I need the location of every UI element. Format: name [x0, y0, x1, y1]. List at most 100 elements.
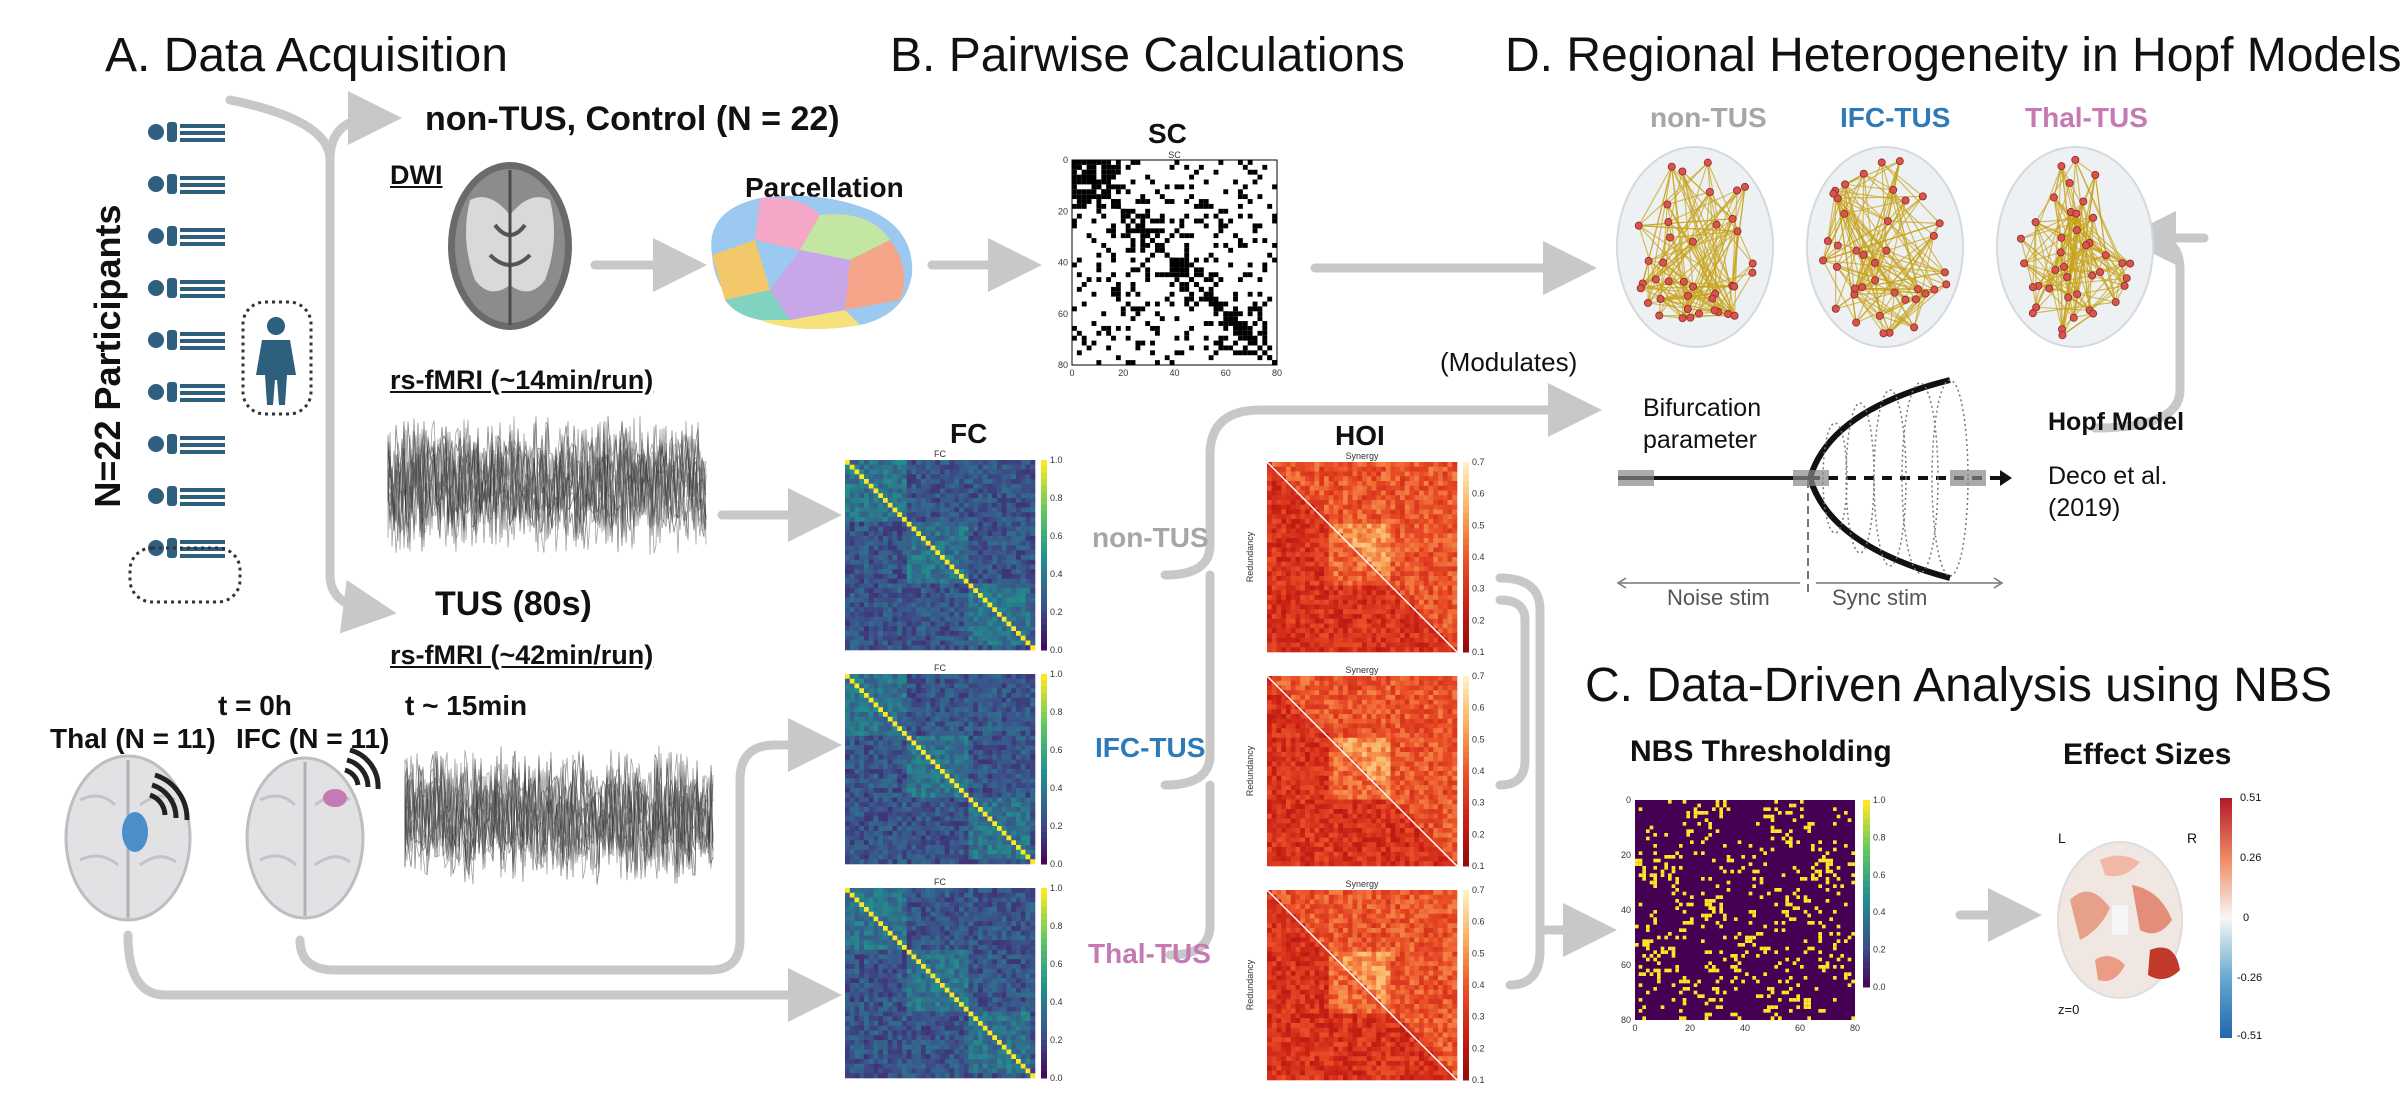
thal-brain-icon [64, 754, 192, 922]
svg-text:0: 0 [1069, 368, 1074, 378]
svg-text:0.2: 0.2 [1050, 821, 1063, 831]
person-icon [148, 122, 225, 142]
ifc-label: IFC (N = 11) [236, 723, 390, 754]
right-hemisphere-label: R [2187, 830, 2198, 846]
hopf-model-label: Hopf Model [2048, 408, 2185, 436]
effect-cbar-2: 0 [2243, 912, 2250, 924]
svg-text:FC: FC [934, 663, 946, 673]
person-icon [148, 486, 225, 506]
svg-text:0.6: 0.6 [1050, 745, 1063, 755]
noise-stim-label: Noise stim [1667, 585, 1770, 610]
hopf-label-thal-tus: Thal-TUS [2025, 102, 2148, 133]
bifurcation-label: Bifurcation parameter [1643, 392, 1761, 456]
svg-text:40: 40 [1058, 258, 1068, 268]
svg-text:0.8: 0.8 [1050, 707, 1063, 717]
person-icon [148, 330, 225, 350]
svg-text:0.0: 0.0 [1050, 645, 1063, 655]
person-icon [148, 226, 225, 246]
t15-label: t ~ 15min [405, 690, 528, 721]
modulates-label: (Modulates) [1440, 347, 1578, 377]
condition-label-thal-tus: Thal-TUS [1088, 938, 1211, 969]
sync-stim-label: Sync stim [1832, 585, 1928, 610]
hopf-label-ifc-tus: IFC-TUS [1840, 102, 1951, 133]
effect-cbar-4: -0.51 [2237, 1030, 2263, 1042]
condition-label-non-tus: non-TUS [1092, 522, 1209, 553]
rsfmri-control-traces [387, 400, 707, 570]
fc-label: FC [950, 418, 988, 449]
citation: Deco et al. (2019) [2048, 460, 2168, 524]
section-a-title: A. Data Acquisition [105, 29, 508, 82]
svg-text:0.6: 0.6 [1050, 531, 1063, 541]
section-b-title: B. Pairwise Calculations [890, 29, 1405, 82]
effect-sizes-panel: L R z=0 0.51 0.26 0 -0.26 -0.51 [2040, 790, 2340, 1050]
slice-label: z=0 [2058, 1002, 2080, 1017]
svg-text:20: 20 [1118, 368, 1128, 378]
svg-text:40: 40 [1169, 368, 1179, 378]
svg-text:0.4: 0.4 [1050, 783, 1063, 793]
left-hemisphere-label: L [2058, 830, 2066, 846]
svg-text:FC: FC [934, 877, 946, 887]
svg-text:80: 80 [1272, 368, 1282, 378]
effect-sizes-label: Effect Sizes [2063, 738, 2232, 771]
hoi-label: HOI [1335, 420, 1385, 451]
effect-cbar-1: 0.26 [2240, 852, 2262, 864]
tus-label: TUS (80s) [435, 585, 592, 623]
sc-matrix: SC 0 0 20 20 40 40 60 60 80 80 [1050, 150, 1290, 390]
hopf-network-ifc-tus [1800, 140, 1970, 355]
hopf-network-non-tus [1610, 140, 1780, 355]
dwi-label: DWI [390, 160, 443, 190]
svg-text:60: 60 [1221, 368, 1231, 378]
person-icon [148, 538, 225, 558]
fc-matrix-non-tus: FC 0.0 0.2 0.4 0.6 0.8 1.0 [825, 448, 1063, 670]
person-icon [148, 434, 225, 454]
effect-cbar-3: -0.26 [2237, 972, 2263, 984]
section-c-title: C. Data-Driven Analysis using NBS [1585, 659, 2332, 712]
svg-text:0.8: 0.8 [1050, 493, 1063, 503]
svg-text:SC: SC [1168, 150, 1181, 160]
sc-label: SC [1148, 118, 1187, 149]
svg-text:1.0: 1.0 [1050, 455, 1063, 465]
condition-label-ifc-tus: IFC-TUS [1095, 732, 1206, 763]
fc-matrix-ifc-tus: FC 0.0 0.2 0.4 0.6 0.8 1.0 [825, 662, 1063, 884]
hopf-network-thal-tus [1990, 140, 2160, 355]
svg-text:0.0: 0.0 [1050, 859, 1063, 869]
rsfmri-control-label: rs-fMRI (~14min/run) [390, 365, 654, 395]
bifurcation-label-line1: Bifurcation [1643, 394, 1762, 422]
svg-text:FC: FC [934, 449, 946, 459]
ifc-brain-icon [245, 747, 381, 920]
svg-text:1.0: 1.0 [1050, 669, 1063, 679]
rsfmri-tus-label: rs-fMRI (~42min/run) [390, 640, 654, 670]
bifurcation-label-line2: parameter [1643, 426, 1757, 454]
citation-line1: Deco et al. [2048, 462, 2168, 490]
person-icon [148, 382, 225, 402]
svg-text:0.4: 0.4 [1050, 569, 1063, 579]
nbs-thresholding-label: NBS Thresholding [1630, 735, 1892, 768]
section-d-title: D. Regional Heterogeneity in Hopf Models [1505, 29, 2401, 82]
svg-text:0.2: 0.2 [1050, 607, 1063, 617]
person-icon [148, 174, 225, 194]
effect-cbar-0: 0.51 [2240, 792, 2262, 804]
svg-text:0: 0 [1063, 155, 1068, 165]
rsfmri-tus-traces [404, 732, 714, 902]
hopf-label-non-tus: non-TUS [1650, 102, 1767, 133]
svg-text:80: 80 [1058, 360, 1068, 370]
svg-text:60: 60 [1058, 309, 1068, 319]
person-icon [148, 278, 225, 298]
t0-label: t = 0h [218, 690, 292, 721]
citation-line2: (2019) [2048, 494, 2121, 522]
svg-text:20: 20 [1058, 206, 1068, 216]
standing-person-icon [256, 317, 296, 405]
thal-label: Thal (N = 11) [50, 723, 216, 754]
control-label: non-TUS, Control (N = 22) [425, 100, 840, 138]
